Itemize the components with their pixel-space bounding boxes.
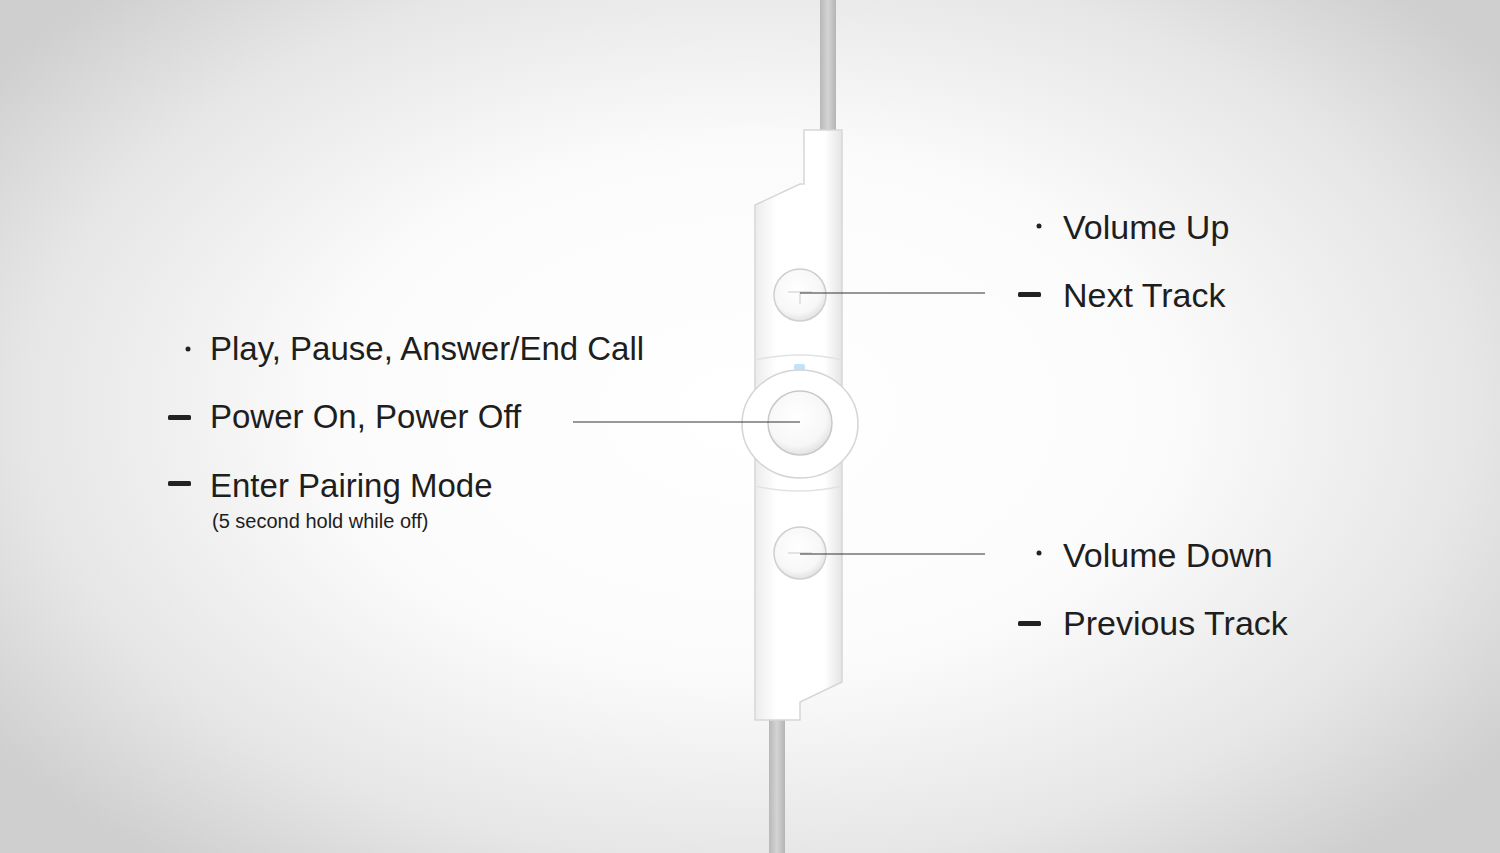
button-ring [742,370,858,478]
dash [1018,292,1041,297]
callout-label: Volume Down [1063,535,1273,576]
bullet [1037,224,1042,229]
status-led [794,364,805,370]
dash [1018,621,1041,626]
leader-line [800,292,985,293]
callout-label: Next Track [1063,275,1225,316]
bullet [1037,551,1042,556]
callout-label: Previous Track [1063,603,1288,644]
seam [755,486,842,491]
callout-label: Enter Pairing Mode [210,466,492,506]
dash [168,415,191,420]
button-icon [788,292,812,304]
multifunction-button [768,391,832,455]
callout-label: Play, Pause, Answer/End Call [210,329,644,369]
volume-up-button [774,269,826,321]
leader-line [800,553,985,554]
remote-body [755,130,842,720]
dash [168,481,191,486]
cable [769,715,785,853]
callout-label: Power On, Power Off [210,397,521,437]
cable [820,0,836,135]
leader-line [573,421,800,422]
bullet [186,347,191,352]
seam [755,355,842,360]
callout-label: Volume Up [1063,207,1229,248]
note-text: (5 second hold while off) [212,509,428,533]
volume-down-button [774,527,826,579]
